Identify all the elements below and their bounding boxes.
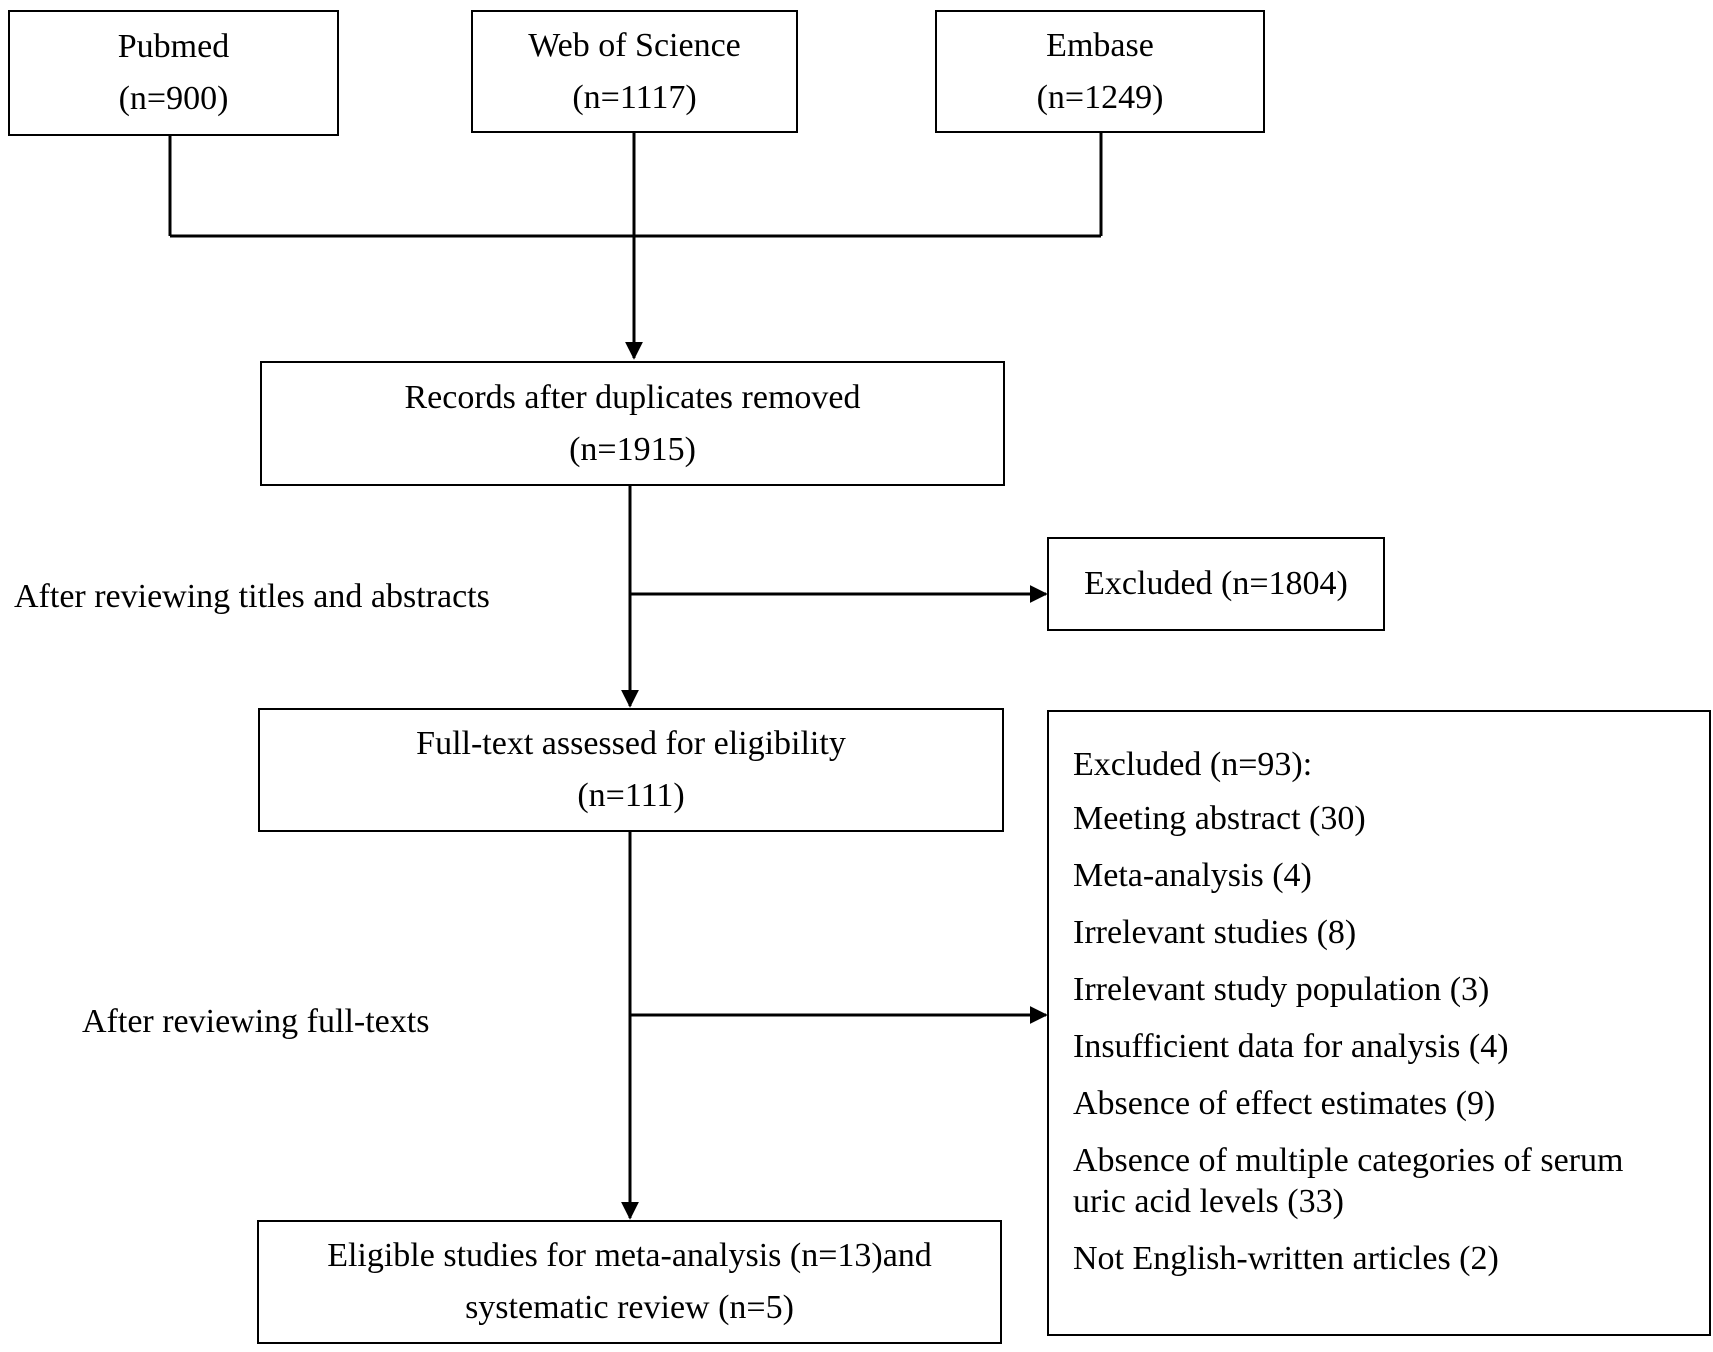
excluded-1-box: Excluded (n=1804) <box>1047 537 1385 631</box>
list-item: Absence of multiple categories of serum … <box>1073 1142 1624 1220</box>
eligible-box: Eligible studies for meta-analysis (n=13… <box>257 1220 1002 1344</box>
screen-label: After reviewing titles and abstracts <box>14 578 490 615</box>
source-count: (n=1249) <box>1036 78 1164 116</box>
fulltext-text: Full-text assessed for eligibility <box>416 725 846 762</box>
source-embase-box: Embase (n=1249) <box>935 10 1265 133</box>
source-web-of-science-box: Web of Science (n=1117) <box>471 10 798 133</box>
list-item: Not English-written articles (2) <box>1073 1240 1499 1277</box>
list-item: Insufficient data for analysis (4) <box>1073 1028 1509 1065</box>
dedup-text: Records after duplicates removed <box>404 378 861 416</box>
fulltext-box: Full-text assessed for eligibility (n=11… <box>258 708 1004 832</box>
dedup-box: Records after duplicates removed (n=1915… <box>260 361 1005 486</box>
source-name: Web of Science <box>528 26 741 64</box>
excluded-2-heading: Excluded (n=93): <box>1073 746 1313 783</box>
eligible-line-2: systematic review (n=5) <box>465 1289 794 1326</box>
excluded-2-box: Excluded (n=93): Meeting abstract (30) M… <box>1047 710 1711 1336</box>
source-pubmed-box: Pubmed (n=900) <box>8 10 339 136</box>
source-count: (n=1117) <box>572 78 697 116</box>
source-name: Embase <box>1046 26 1154 64</box>
list-item: Meeting abstract (30) <box>1073 800 1366 837</box>
list-item: Meta-analysis (4) <box>1073 857 1312 894</box>
list-item: Irrelevant studies (8) <box>1073 914 1357 951</box>
dedup-count: (n=1915) <box>569 430 696 468</box>
fulltext-count: (n=111) <box>577 777 685 814</box>
list-item: Irrelevant study population (3) <box>1073 971 1490 1008</box>
source-count: (n=900) <box>118 80 229 117</box>
fulltext-label: After reviewing full-texts <box>82 1003 430 1040</box>
eligible-line-1: Eligible studies for meta-analysis (n=13… <box>327 1237 932 1274</box>
source-name: Pubmed <box>117 28 230 65</box>
list-item: Absence of effect estimates (9) <box>1073 1085 1496 1122</box>
excluded-1-text: Excluded (n=1804) <box>1084 565 1348 602</box>
